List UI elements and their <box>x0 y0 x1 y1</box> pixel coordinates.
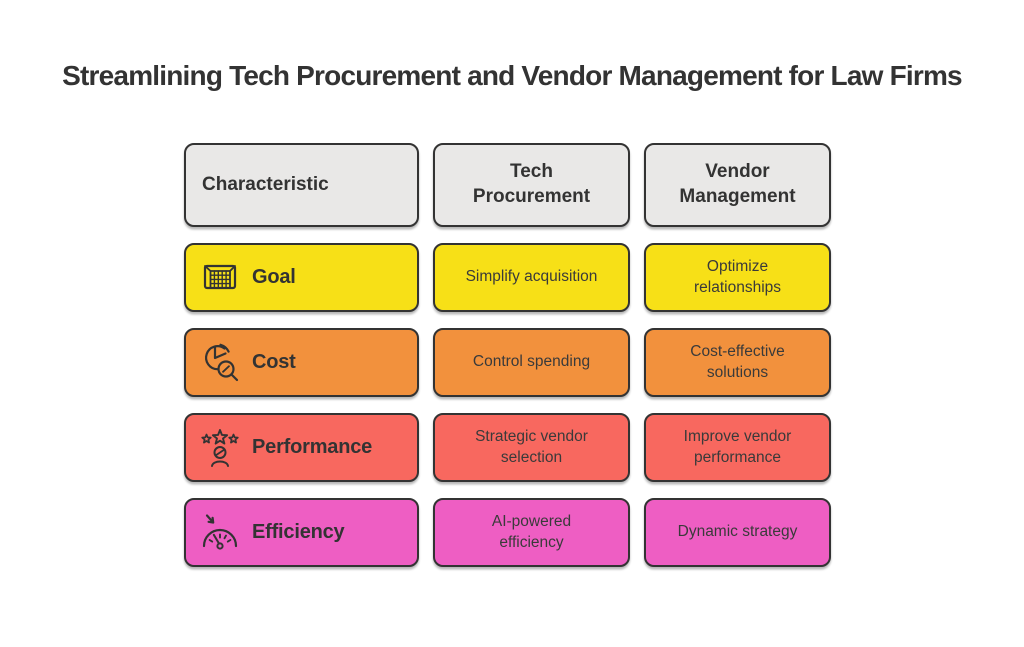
header-cell-vendor-management: Vendor Management <box>644 143 831 227</box>
cell-text: AI-powered efficiency <box>491 512 572 551</box>
header-label: Characteristic <box>202 173 329 195</box>
cell-performance-tech-procurement: Strategic vendor selection <box>433 413 630 482</box>
page-title: Streamlining Tech Procurement and Vendor… <box>62 60 962 91</box>
cell-text: Dynamic strategy <box>677 523 798 541</box>
person-stars-icon <box>200 428 240 468</box>
header-cell-tech-procurement: Tech Procurement <box>433 143 630 227</box>
cell-goal-tech-procurement: Simplify acquisition <box>433 243 630 312</box>
row-label-text: Efficiency <box>252 521 345 543</box>
row-label-text: Goal <box>252 266 296 288</box>
speedometer-arrow-icon <box>200 513 240 553</box>
pie-chart-magnifier-icon <box>200 343 240 383</box>
cell-efficiency-vendor-management: Dynamic strategy <box>644 498 831 567</box>
cell-cost-vendor-management: Cost-effective solutions <box>644 328 831 397</box>
header-label: Tech Procurement <box>472 161 591 207</box>
cell-text: Improve vendor performance <box>683 427 792 466</box>
row-label-goal: Goal <box>184 243 419 312</box>
row-label-performance: Performance <box>184 413 419 482</box>
row-label-efficiency: Efficiency <box>184 498 419 567</box>
cell-text: Control spending <box>472 353 591 371</box>
cell-text: Strategic vendor selection <box>475 427 588 466</box>
cell-text: Simplify acquisition <box>465 268 598 286</box>
cell-performance-vendor-management: Improve vendor performance <box>644 413 831 482</box>
cell-efficiency-tech-procurement: AI-powered efficiency <box>433 498 630 567</box>
cell-cost-tech-procurement: Control spending <box>433 328 630 397</box>
header-label: Vendor Management <box>679 161 796 207</box>
comparison-table: Characteristic Tech Procurement Vendor M… <box>184 143 831 567</box>
goal-icon <box>200 258 240 298</box>
row-label-text: Cost <box>252 351 296 373</box>
cell-text: Cost-effective solutions <box>690 342 785 381</box>
row-label-cost: Cost <box>184 328 419 397</box>
header-cell-characteristic: Characteristic <box>184 143 419 227</box>
cell-goal-vendor-management: Optimize relationships <box>644 243 831 312</box>
row-label-text: Performance <box>252 436 373 458</box>
cell-text: Optimize relationships <box>693 257 782 296</box>
